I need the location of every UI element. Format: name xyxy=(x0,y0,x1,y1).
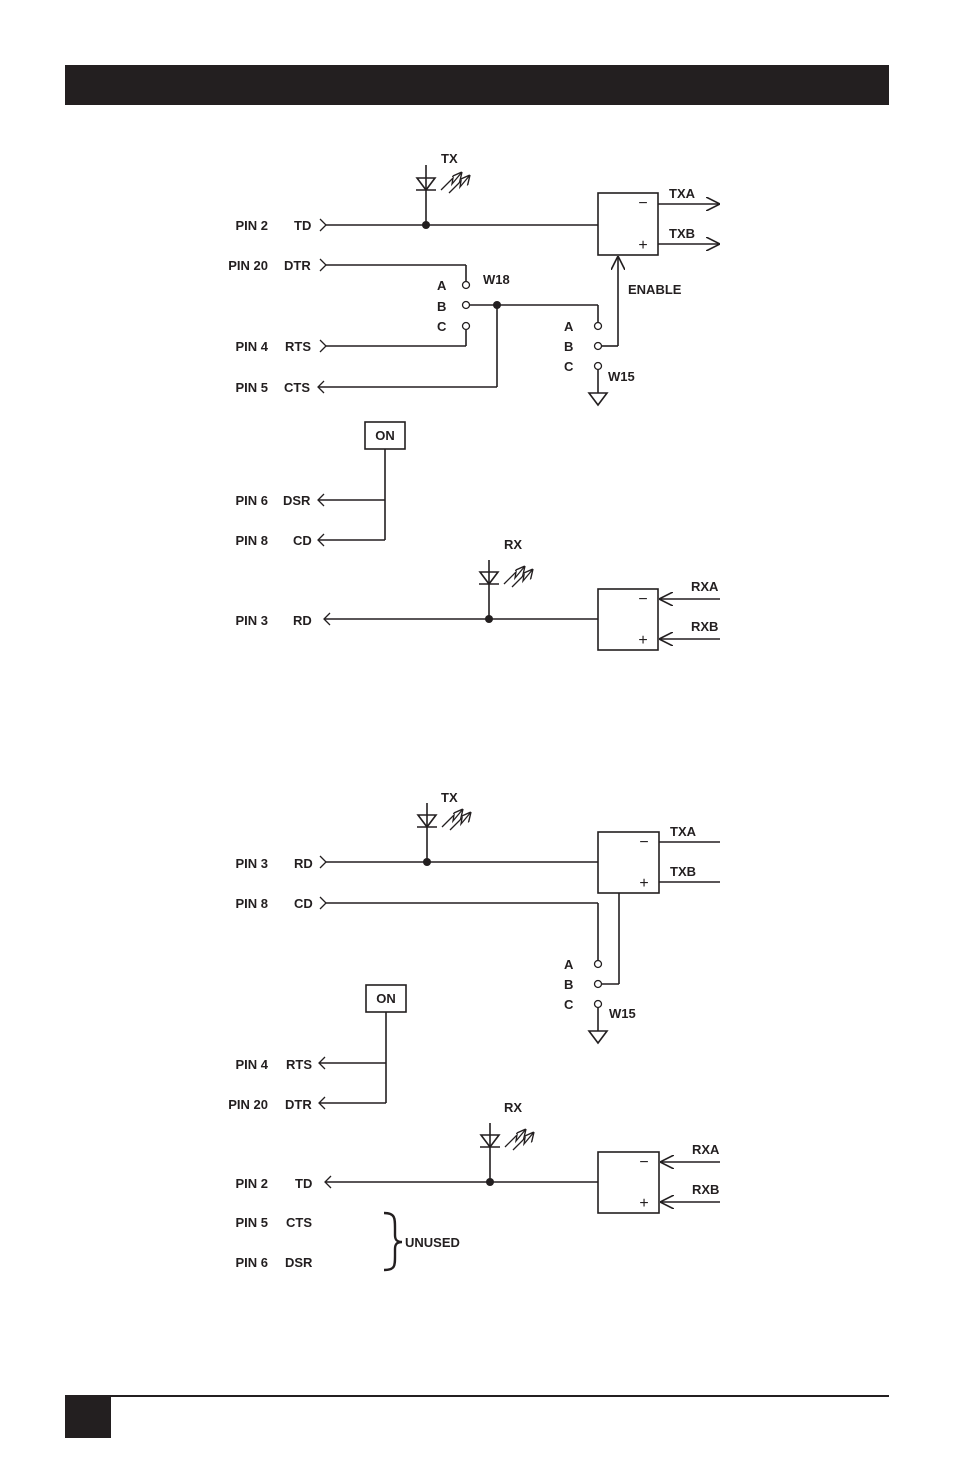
rxb-label: RXB xyxy=(692,1182,719,1197)
tx-led-icon xyxy=(416,165,470,193)
driver-plus: + xyxy=(638,237,647,254)
receiver-minus: − xyxy=(638,591,647,608)
jumper-pos-c: C xyxy=(564,359,574,374)
receiver-minus: − xyxy=(639,1154,648,1171)
txa-label: TXA xyxy=(670,824,697,839)
on-label: ON xyxy=(376,991,396,1006)
signal-label: CD xyxy=(294,896,313,911)
signal-label: RTS xyxy=(286,1057,312,1072)
signal-label: RD xyxy=(294,856,313,871)
pin-label: PIN 6 xyxy=(235,1255,268,1270)
pin-label: PIN 5 xyxy=(235,1215,268,1230)
signal-label: CD xyxy=(293,533,312,548)
on-label: ON xyxy=(375,428,395,443)
jumper-w15 xyxy=(595,323,602,370)
pin-label: PIN 2 xyxy=(235,1176,268,1191)
txa-label: TXA xyxy=(669,186,696,201)
pin-label: PIN 5 xyxy=(235,380,268,395)
jumper-w15 xyxy=(595,961,602,1008)
pin-label: PIN 20 xyxy=(228,258,268,273)
line-receiver-box xyxy=(598,589,658,650)
diagram-bottom: PIN 3 RD PIN 8 CD PIN 4 RTS PIN 20 DTR P… xyxy=(228,790,720,1270)
driver-plus: + xyxy=(639,875,648,892)
signal-label: TD xyxy=(294,218,311,233)
jumper-w15-label: W15 xyxy=(608,369,635,384)
pin-label: PIN 4 xyxy=(235,339,268,354)
line-driver-box xyxy=(598,832,659,893)
jumper-pos-a: A xyxy=(437,278,447,293)
pin-label: PIN 8 xyxy=(235,533,268,548)
rxb-label: RXB xyxy=(691,619,718,634)
jumper-pos-c: C xyxy=(437,319,447,334)
driver-minus: − xyxy=(638,195,647,212)
jumper-w18-label: W18 xyxy=(483,272,510,287)
tx-led-label: TX xyxy=(441,790,458,805)
tx-led-label: TX xyxy=(441,151,458,166)
rx-led-label: RX xyxy=(504,537,522,552)
receiver-plus: + xyxy=(639,1195,648,1212)
jumper-pos-b: B xyxy=(564,977,573,992)
signal-label: CTS xyxy=(286,1215,312,1230)
pin-label: PIN 4 xyxy=(235,1057,268,1072)
line-driver-box xyxy=(598,193,658,255)
signal-label: TD xyxy=(295,1176,312,1191)
unused-brace xyxy=(384,1213,402,1270)
signal-label: DTR xyxy=(284,258,311,273)
jumper-pos-a: A xyxy=(564,957,574,972)
driver-minus: − xyxy=(639,834,648,851)
unused-label: UNUSED xyxy=(405,1235,460,1250)
pin-label: PIN 6 xyxy=(235,493,268,508)
footer-rule xyxy=(65,1395,889,1397)
signal-label: RTS xyxy=(285,339,311,354)
jumper-pos-b: B xyxy=(437,299,446,314)
jumper-w18 xyxy=(463,282,470,330)
jumper-pos-c: C xyxy=(564,997,574,1012)
rxa-label: RXA xyxy=(691,579,719,594)
pin-label: PIN 8 xyxy=(235,896,268,911)
pin-label: PIN 2 xyxy=(235,218,268,233)
diagram-top: PIN 2 TD PIN 20 DTR PIN 4 RTS PIN 5 CTS … xyxy=(228,151,720,650)
signal-label: DSR xyxy=(283,493,311,508)
rx-led-icon xyxy=(479,560,533,587)
receiver-plus: + xyxy=(638,632,647,649)
signal-label: CTS xyxy=(284,380,310,395)
signal-label: DTR xyxy=(285,1097,312,1112)
signal-label: DSR xyxy=(285,1255,313,1270)
jumper-w15-label: W15 xyxy=(609,1006,636,1021)
line-receiver-box xyxy=(598,1152,659,1213)
td-line xyxy=(320,190,598,231)
pin-label: PIN 3 xyxy=(235,613,268,628)
pin-label: PIN 3 xyxy=(235,856,268,871)
jumper-pos-a: A xyxy=(564,319,574,334)
txb-label: TXB xyxy=(669,226,695,241)
rx-led-icon xyxy=(480,1123,534,1150)
signal-label: RD xyxy=(293,613,312,628)
rx-led-label: RX xyxy=(504,1100,522,1115)
tx-led-icon xyxy=(417,803,471,830)
ground-icon xyxy=(589,393,607,405)
footer-page-block xyxy=(65,1397,111,1438)
txb-label: TXB xyxy=(670,864,696,879)
jumper-pos-b: B xyxy=(564,339,573,354)
ground-icon xyxy=(589,1031,607,1043)
enable-label: ENABLE xyxy=(628,282,682,297)
pin-label: PIN 20 xyxy=(228,1097,268,1112)
rxa-label: RXA xyxy=(692,1142,720,1157)
